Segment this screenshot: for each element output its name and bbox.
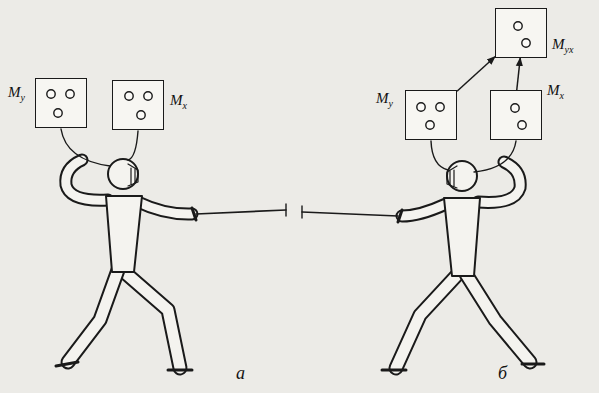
- arrow-connector: [457, 57, 495, 92]
- figure-letter: а: [236, 364, 245, 382]
- box-label: Mx: [547, 83, 564, 101]
- dot-box: Mx: [490, 90, 542, 140]
- dot-pattern: [36, 79, 86, 127]
- box-label: Myx: [552, 37, 573, 55]
- dot-pattern: [491, 91, 541, 139]
- arrow-connector: [517, 58, 520, 90]
- dot-pattern: [496, 9, 546, 57]
- box-label: My: [8, 85, 25, 103]
- dot-box: My: [405, 90, 457, 140]
- figure-letter: б: [498, 364, 507, 382]
- dot-pattern: [113, 81, 163, 129]
- dot-box: Myx: [495, 8, 547, 58]
- box-label: Mx: [170, 93, 187, 111]
- dot-pattern: [406, 91, 456, 139]
- dot-box: Mx: [112, 80, 164, 130]
- fencer-a: [56, 159, 286, 370]
- dot-box: My: [35, 78, 87, 128]
- box-label: My: [376, 91, 393, 109]
- fencer-b: [302, 161, 544, 370]
